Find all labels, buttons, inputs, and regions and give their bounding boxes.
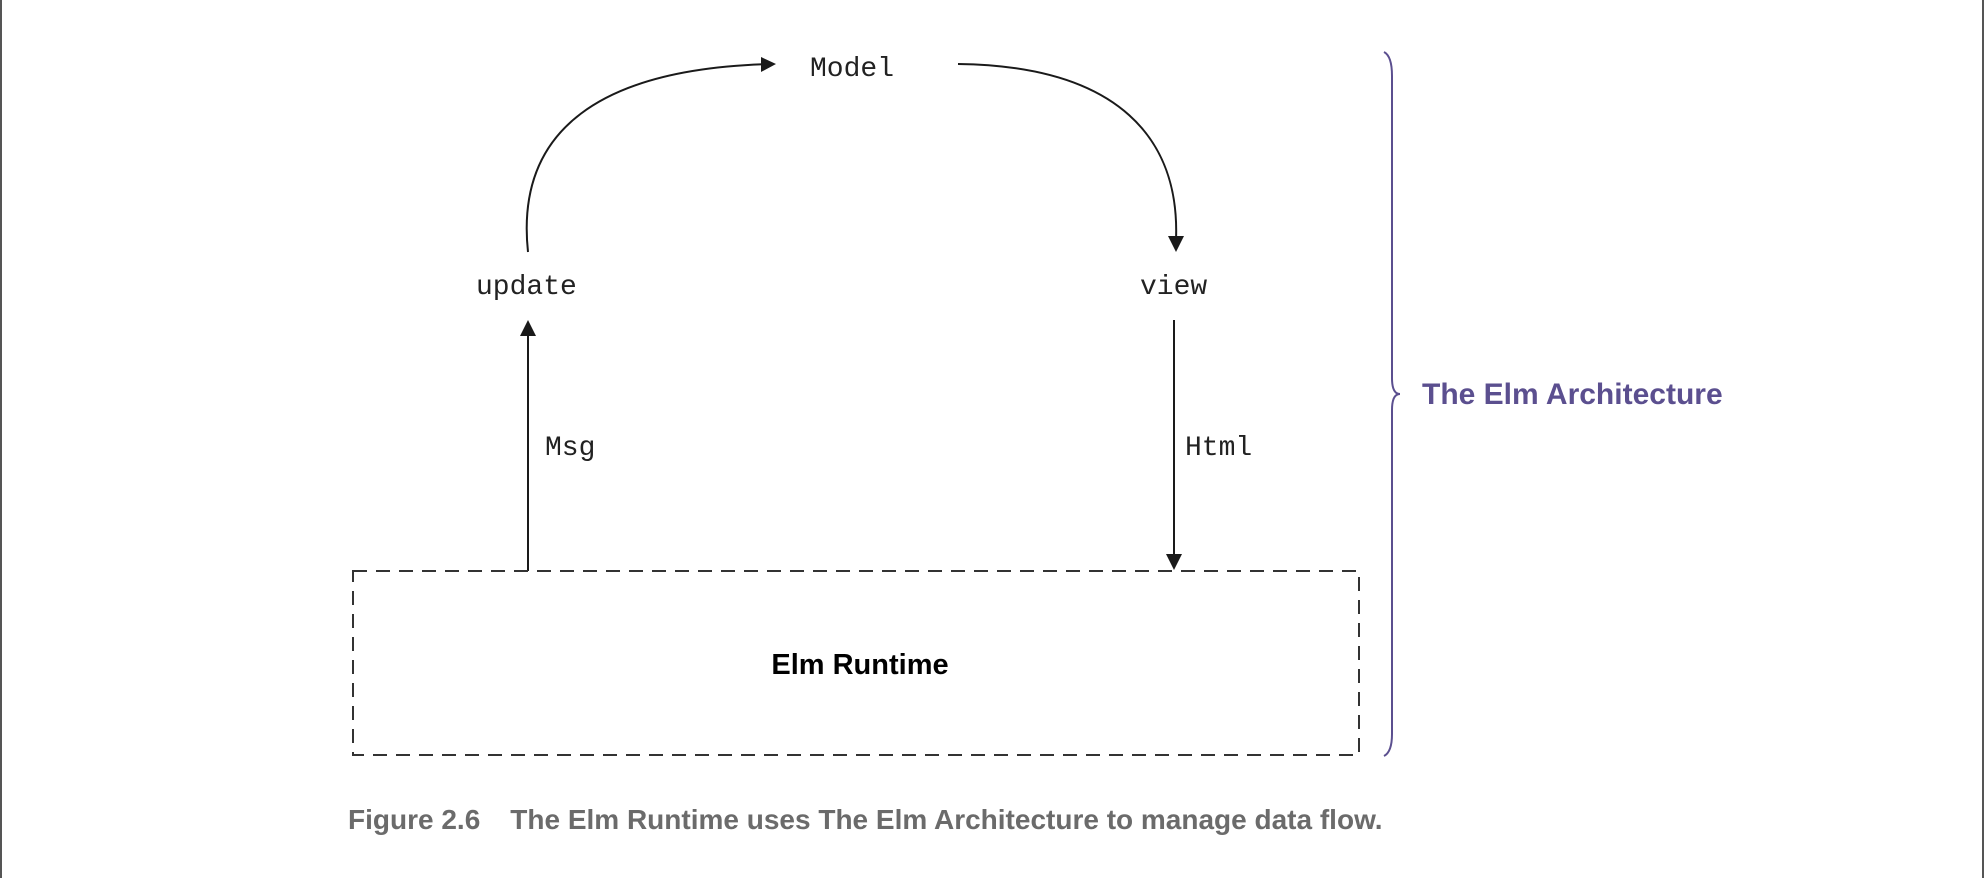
msg-edge-label: Msg bbox=[545, 433, 595, 464]
html-arrowhead bbox=[1166, 554, 1182, 570]
update-to-model-arrow bbox=[525, 63, 774, 253]
msg-arrowhead bbox=[520, 320, 536, 336]
model-to-view-arrowhead bbox=[1168, 236, 1184, 252]
view-node-label: view bbox=[1140, 272, 1207, 303]
architecture-brace bbox=[1383, 51, 1401, 757]
elm-architecture-label: The Elm Architecture bbox=[1422, 378, 1723, 411]
model-node-label: Model bbox=[810, 54, 894, 85]
figure-caption-text: The Elm Runtime uses The Elm Architectur… bbox=[510, 804, 1383, 835]
model-to-view-arrow bbox=[957, 63, 1178, 241]
html-edge-label: Html bbox=[1185, 433, 1252, 464]
update-to-model-arrowhead bbox=[761, 57, 776, 72]
elm-runtime-box bbox=[352, 570, 1360, 756]
elm-runtime-label: Elm Runtime bbox=[771, 649, 948, 681]
figure-caption: Figure 2.6 The Elm Runtime uses The Elm A… bbox=[348, 804, 1383, 836]
figure-number: Figure 2.6 bbox=[348, 804, 481, 835]
update-node-label: update bbox=[476, 272, 577, 303]
